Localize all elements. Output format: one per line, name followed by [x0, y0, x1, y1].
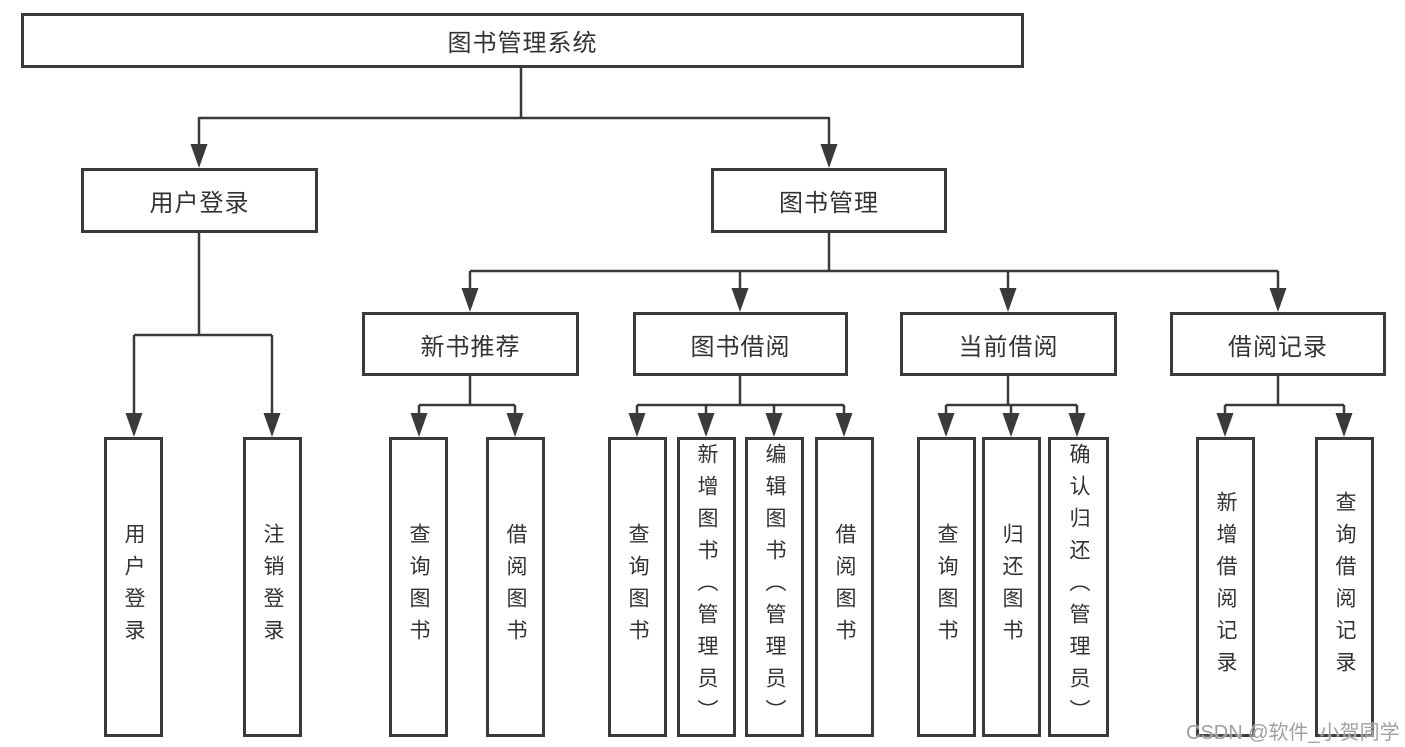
- node-leaf-records-query-label: 查询借阅记录: [1333, 491, 1356, 683]
- node-new-books-label: 新书推荐: [420, 333, 521, 361]
- node-leaf-newbooks-query-label: 查询图书: [407, 523, 430, 651]
- node-leaf-logout: 注销登录: [243, 437, 302, 737]
- node-leaf-records-query: 查询借阅记录: [1315, 437, 1374, 737]
- node-current-borrow-label: 当前借阅: [958, 333, 1059, 361]
- node-leaf-current-return: 归还图书: [982, 437, 1041, 737]
- node-book-mgmt: 图书管理: [711, 168, 947, 233]
- node-leaf-borrow-edit: 编辑图书（管理员）: [745, 437, 804, 737]
- node-leaf-login: 用户登录: [104, 437, 163, 737]
- node-leaf-current-query-label: 查询图书: [935, 523, 958, 651]
- node-leaf-borrow-borrow-label: 借阅图书: [833, 523, 856, 651]
- node-leaf-borrow-edit-label: 编辑图书（管理员）: [763, 443, 786, 731]
- node-leaf-current-confirm: 确认归还（管理员）: [1048, 437, 1109, 737]
- node-leaf-newbooks-borrow-label: 借阅图书: [504, 523, 527, 651]
- arrowheads: [125, 144, 1353, 437]
- node-leaf-current-query: 查询图书: [917, 437, 976, 737]
- node-user-login: 用户登录: [81, 168, 318, 233]
- node-leaf-borrow-add-label: 新增图书（管理员）: [695, 443, 718, 731]
- tree-edges: [132, 68, 1346, 420]
- node-root: 图书管理系统: [21, 13, 1024, 68]
- node-book-borrow-label: 图书借阅: [690, 333, 791, 361]
- node-leaf-current-return-label: 归还图书: [1000, 523, 1023, 651]
- node-leaf-records-add-label: 新增借阅记录: [1214, 491, 1237, 683]
- node-leaf-records-add: 新增借阅记录: [1196, 437, 1255, 737]
- node-root-label: 图书管理系统: [447, 30, 598, 57]
- node-leaf-newbooks-query: 查询图书: [389, 437, 448, 737]
- node-current-borrow: 当前借阅: [900, 312, 1117, 376]
- node-new-books: 新书推荐: [362, 312, 579, 376]
- node-leaf-borrow-add: 新增图书（管理员）: [677, 437, 736, 737]
- node-leaf-login-label: 用户登录: [122, 523, 145, 651]
- node-leaf-logout-label: 注销登录: [261, 523, 284, 651]
- node-borrow-records: 借阅记录: [1170, 312, 1386, 376]
- node-leaf-borrow-query-label: 查询图书: [626, 523, 649, 651]
- node-borrow-records-label: 借阅记录: [1228, 333, 1328, 361]
- node-book-mgmt-label: 图书管理: [779, 190, 879, 217]
- node-leaf-newbooks-borrow: 借阅图书: [486, 437, 545, 737]
- node-leaf-borrow-borrow: 借阅图书: [815, 437, 874, 737]
- node-leaf-current-confirm-label: 确认归还（管理员）: [1067, 443, 1090, 731]
- watermark: CSDN @软件_小贺同学: [1186, 722, 1400, 744]
- node-leaf-borrow-query: 查询图书: [608, 437, 667, 737]
- node-book-borrow: 图书借阅: [633, 312, 848, 376]
- node-user-login-label: 用户登录: [149, 190, 250, 217]
